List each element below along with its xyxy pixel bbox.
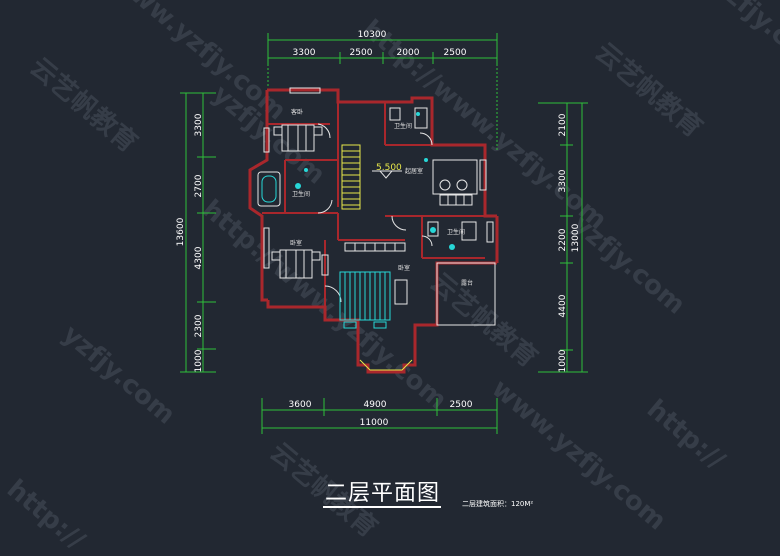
top-dim-1: 3300 xyxy=(293,48,316,58)
walls xyxy=(248,88,499,374)
right-dim-3: 2200 xyxy=(558,228,568,251)
title-underline xyxy=(323,506,441,508)
top-dim-2: 2500 xyxy=(350,48,373,58)
left-dim-1: 3300 xyxy=(194,113,204,136)
left-dim-4: 2300 xyxy=(194,314,204,337)
elevation-label: 5.500 xyxy=(376,163,402,173)
right-total-dim: 13000 xyxy=(571,223,581,252)
stairs xyxy=(341,144,361,210)
elevation-mark xyxy=(372,170,402,179)
left-total-dim: 13600 xyxy=(176,217,186,246)
right-dim-5: 1000 xyxy=(558,349,568,372)
right-dimension xyxy=(538,102,588,373)
furniture xyxy=(257,107,478,305)
room-label-bath-top: 卫生间 xyxy=(394,122,412,130)
right-dim-1: 2100 xyxy=(558,113,568,136)
windows xyxy=(263,87,494,269)
room-label-living: 起居室 xyxy=(405,167,423,175)
room-label-bedroom-left: 卧室 xyxy=(290,239,302,247)
top-dim-4: 2500 xyxy=(444,48,467,58)
top-dim-3: 2000 xyxy=(397,48,420,58)
bottom-total-dim: 11000 xyxy=(360,418,389,428)
left-dim-2: 2700 xyxy=(194,174,204,197)
bottom-dimension xyxy=(261,398,498,434)
room-label-bedroom-main: 卧室 xyxy=(398,264,410,272)
left-dim-5: 1000 xyxy=(194,349,204,372)
area-note: 二层建筑面积：120M² xyxy=(462,500,534,508)
right-dim-4: 4400 xyxy=(558,294,568,317)
left-dimension xyxy=(180,92,216,373)
bay-window xyxy=(359,359,413,371)
room-label-bath-right: 卫生间 xyxy=(447,228,465,236)
top-total-dim: 10300 xyxy=(358,30,387,40)
drawing-title: 二层平面图 xyxy=(325,481,441,506)
top-dimension xyxy=(267,33,498,150)
terrace-outline xyxy=(436,262,496,326)
room-label-terrace: 露台 xyxy=(461,279,473,287)
room-label-bath-left: 卫生间 xyxy=(292,190,310,198)
left-dim-3: 4300 xyxy=(194,246,204,269)
fixtures xyxy=(295,112,455,250)
right-dim-2: 3300 xyxy=(558,169,568,192)
room-label-guest-bedroom: 客卧 xyxy=(291,108,303,116)
bottom-dim-1: 3600 xyxy=(289,400,312,410)
bottom-dim-2: 4900 xyxy=(364,400,387,410)
bottom-dim-3: 2500 xyxy=(450,400,473,410)
main-bed xyxy=(339,271,391,329)
